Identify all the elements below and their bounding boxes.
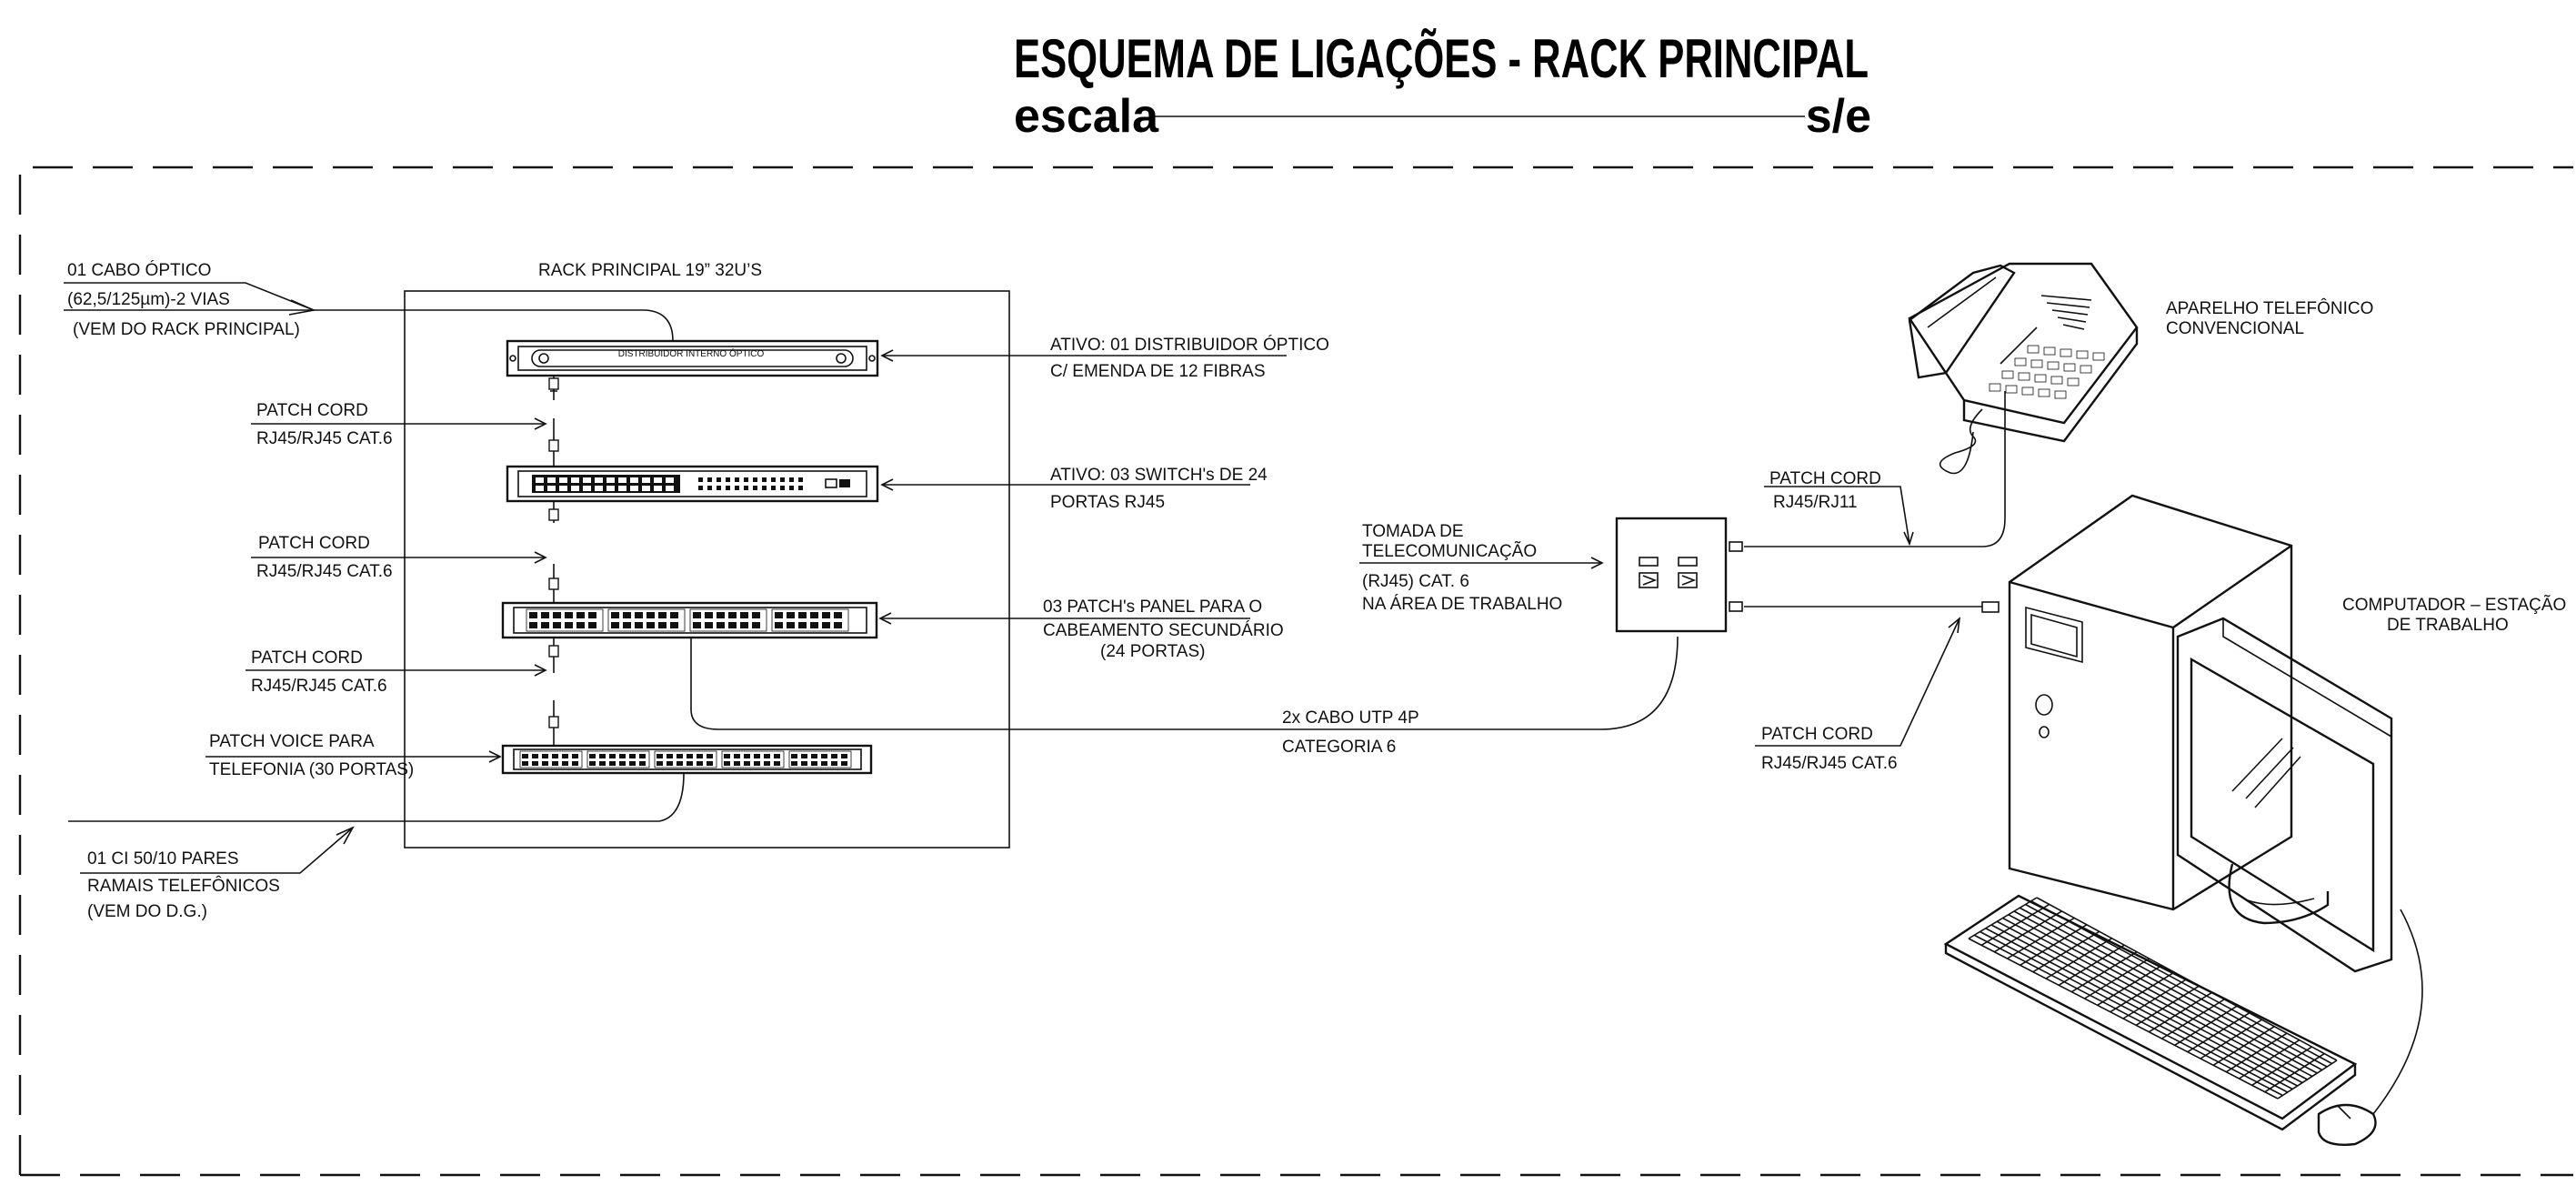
pc-connector <box>1981 601 2000 613</box>
utp-cable: 2x CABO UTP 4P CATEGORIA 6 <box>690 636 1679 757</box>
svg-text:2x CABO UTP 4P: 2x CABO UTP 4P <box>1282 708 1419 728</box>
patch-panel-label: 03 PATCH's PANEL PARA O CABEAMENTO SECUN… <box>878 598 1284 661</box>
svg-text:RJ45/RJ11: RJ45/RJ11 <box>1773 493 1858 512</box>
svg-text:ATIVO: 01 DISTRIBUIDOR ÓPTICO: ATIVO: 01 DISTRIBUIDOR ÓPTICO <box>1050 335 1329 355</box>
scale-value: s/e <box>1806 90 1871 143</box>
telephone: APARELHO TELEFÔNICO CONVENCIONAL <box>1908 262 2373 475</box>
patch-cord-phone-label: PATCH CORD RJ45/RJ11 <box>1764 469 1914 547</box>
svg-text:RAMAIS TELEFÔNICOS: RAMAIS TELEFÔNICOS <box>87 876 280 896</box>
svg-text:CABEAMENTO SECUNDÁRIO: CABEAMENTO SECUNDÁRIO <box>1043 621 1284 640</box>
svg-text:RJ45/RJ45 CAT.6: RJ45/RJ45 CAT.6 <box>256 429 393 448</box>
svg-text:(62,5/125µm)-2 VIAS: (62,5/125µm)-2 VIAS <box>67 290 230 309</box>
patch-cord-pc-label: PATCH CORD RJ45/RJ45 CAT.6 <box>1755 617 1961 773</box>
svg-text:ATIVO: 03 SWITCH's DE 24: ATIVO: 03 SWITCH's DE 24 <box>1050 466 1268 485</box>
svg-text:PATCH CORD: PATCH CORD <box>1769 469 1881 488</box>
svg-text:APARELHO TELEFÔNICO: APARELHO TELEFÔNICO <box>2166 298 2373 318</box>
svg-text:TOMADA DE: TOMADA DE <box>1362 522 1464 541</box>
svg-text:NA ÁREA DE TRABALHO: NA ÁREA DE TRABALHO <box>1362 595 1562 614</box>
svg-text:COMPUTADOR – ESTAÇÃO: COMPUTADOR – ESTAÇÃO <box>2342 595 2566 615</box>
svg-text:PATCH CORD: PATCH CORD <box>251 648 363 668</box>
computer: COMPUTADOR – ESTAÇÃO DE TRABALHO <box>1943 494 2566 1146</box>
svg-text:03 PATCH's PANEL PARA O: 03 PATCH's PANEL PARA O <box>1043 598 1262 617</box>
svg-text:CATEGORIA 6: CATEGORIA 6 <box>1282 738 1396 757</box>
svg-text:RJ45/RJ45 CAT.6: RJ45/RJ45 CAT.6 <box>256 562 393 581</box>
ci-cable-label: 01 CI 50/10 PARES RAMAIS TELEFÔNICOS (VE… <box>68 772 685 921</box>
svg-text:PORTAS RJ45: PORTAS RJ45 <box>1050 493 1165 512</box>
optical-cable-label: 01 CABO ÓPTICO (62,5/125µm)-2 VIAS (VEM … <box>64 260 674 342</box>
patch-cord-1-label: PATCH CORD RJ45/RJ45 CAT.6 <box>251 401 547 448</box>
rack-frame <box>404 290 1010 849</box>
diagram-title: ESQUEMA DE LIGAÇÕES - RACK PRINCIPAL <box>1014 28 1869 89</box>
telecom-outlet <box>1615 517 1743 633</box>
phone-cable <box>1744 391 2006 547</box>
svg-text:PATCH CORD: PATCH CORD <box>256 401 368 420</box>
rack-title: RACK PRINCIPAL 19” 32U’S <box>538 261 762 280</box>
patch-voice-label: PATCH VOICE PARA TELEFONIA (30 PORTAS) <box>205 732 502 779</box>
optical-distributor: DISTRIBUIDOR INTERNO ÓPTICO <box>506 339 879 377</box>
switches-label: ATIVO: 03 SWITCH's DE 24 PORTAS RJ45 <box>880 466 1268 512</box>
patch-voice-unit <box>501 744 873 775</box>
patch-panel-unit <box>501 601 878 639</box>
optical-panel-text: DISTRIBUIDOR INTERNO ÓPTICO <box>618 347 765 359</box>
svg-text:(24 PORTAS): (24 PORTAS) <box>1100 642 1205 661</box>
optical-dist-label: ATIVO: 01 DISTRIBUIDOR ÓPTICO C/ EMENDA … <box>880 335 1329 381</box>
svg-text:CONVENCIONAL: CONVENCIONAL <box>2166 319 2304 338</box>
drawing-border <box>18 166 2573 1177</box>
switch-unit <box>506 465 879 503</box>
scale-label: escala <box>1014 90 1159 143</box>
svg-text:(RJ45) CAT. 6: (RJ45) CAT. 6 <box>1362 572 1469 591</box>
svg-text:01 CI 50/10 PARES: 01 CI 50/10 PARES <box>87 849 239 869</box>
rack-patch-cords <box>548 376 559 746</box>
svg-text:PATCH CORD: PATCH CORD <box>258 534 370 553</box>
svg-text:RJ45/RJ45 CAT.6: RJ45/RJ45 CAT.6 <box>251 677 387 696</box>
svg-text:(VEM DO D.G.): (VEM DO D.G.) <box>87 902 207 921</box>
patch-cord-3-label: PATCH CORD RJ45/RJ45 CAT.6 <box>246 648 547 696</box>
patch-cord-2-label: PATCH CORD RJ45/RJ45 CAT.6 <box>251 534 547 581</box>
svg-text:C/ EMENDA DE 12 FIBRAS: C/ EMENDA DE 12 FIBRAS <box>1050 362 1266 381</box>
svg-text:TELEFONIA (30 PORTAS): TELEFONIA (30 PORTAS) <box>209 760 414 779</box>
svg-text:01 CABO ÓPTICO: 01 CABO ÓPTICO <box>67 260 211 280</box>
outlet-label: TOMADA DE TELECOMUNICAÇÃO (RJ45) CAT. 6 … <box>1359 522 1604 614</box>
svg-text:PATCH VOICE PARA: PATCH VOICE PARA <box>209 732 375 751</box>
svg-text:RJ45/RJ45 CAT.6: RJ45/RJ45 CAT.6 <box>1761 754 1898 773</box>
svg-text:PATCH CORD: PATCH CORD <box>1761 725 1873 744</box>
svg-text:TELECOMUNICAÇÃO: TELECOMUNICAÇÃO <box>1362 541 1537 561</box>
svg-text:DE TRABALHO: DE TRABALHO <box>2387 616 2509 635</box>
svg-text:(VEM DO RACK PRINCIPAL): (VEM DO RACK PRINCIPAL) <box>73 320 300 339</box>
